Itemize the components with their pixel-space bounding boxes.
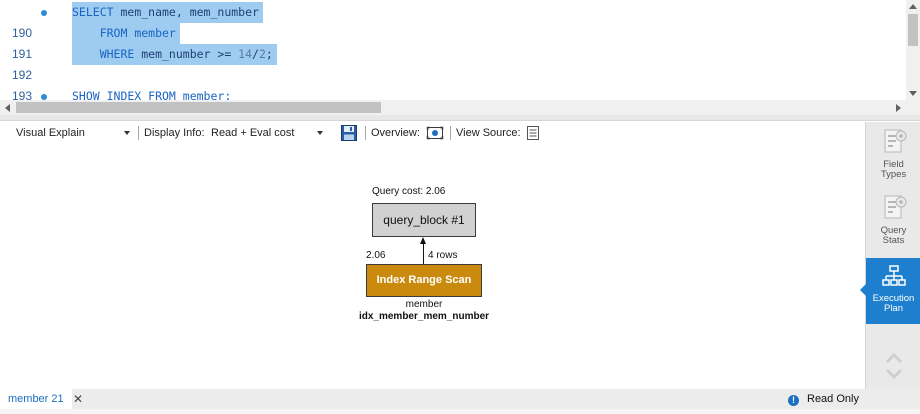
tab-label-line2: Plan xyxy=(883,303,903,314)
edge-rows-label: 4 rows xyxy=(428,250,458,261)
index-range-scan-node[interactable]: Index Range Scan xyxy=(366,264,482,297)
tab-execution-plan[interactable]: Execution Plan xyxy=(860,258,920,324)
chevron-down-icon xyxy=(885,368,903,380)
view-mode-select[interactable]: Visual Explain xyxy=(16,122,134,144)
query-cost-label: Query cost: 2.06 xyxy=(372,186,446,197)
horizontal-scrollbar[interactable] xyxy=(0,100,906,115)
line-number: 190 xyxy=(12,26,33,40)
table-name-label: member xyxy=(405,299,443,310)
tab-field-types[interactable]: Field Types xyxy=(866,128,920,180)
result-tab-label: member 21 xyxy=(8,393,64,405)
window-bottom-edge xyxy=(0,409,920,414)
scroll-left-icon[interactable] xyxy=(5,104,10,112)
overview-label: Overview: xyxy=(371,127,420,139)
scrollbar-thumb[interactable] xyxy=(908,14,918,46)
sql-editor[interactable]: 190 SELECT mem_name, mem_number 191 FROM… xyxy=(0,0,920,100)
scrollbar-corner xyxy=(906,100,920,115)
scroll-right-icon[interactable] xyxy=(896,104,901,112)
code-line[interactable]: 192 WHERE mem_number >= 14/2; xyxy=(0,44,906,82)
tab-label-line1: Query xyxy=(880,225,907,236)
execution-plan-icon xyxy=(881,265,906,286)
code-line[interactable]: 194 SHOW INDEX FROM member; xyxy=(0,86,906,100)
field-types-icon xyxy=(884,129,906,153)
tab-query-stats[interactable]: Query Stats xyxy=(866,194,920,246)
toolbar-divider xyxy=(365,126,366,140)
visual-explain-canvas[interactable]: Query cost: 2.06 query_block #1 2.06 4 r… xyxy=(0,144,865,389)
statement-marker-icon xyxy=(41,94,47,100)
code-text[interactable]: SELECT mem_name, mem_number xyxy=(72,2,263,23)
tab-label-line1: Field xyxy=(883,159,904,170)
code-text[interactable]: FROM member xyxy=(72,23,180,44)
vertical-scrollbar[interactable] xyxy=(906,0,920,100)
index-name-label: idx_member_mem_number xyxy=(358,311,490,322)
result-tab-bar: member 21 ✕ ! Read Only xyxy=(0,389,920,409)
display-info-label: Display Info: xyxy=(144,127,205,139)
view-source-label: View Source: xyxy=(456,127,521,139)
code-text[interactable]: WHERE mem_number >= 14/2; xyxy=(72,44,277,65)
code-line[interactable]: 191 FROM member xyxy=(0,23,906,61)
line-number: 192 xyxy=(12,68,33,82)
display-info-value: Read + Eval cost xyxy=(211,127,295,139)
code-line[interactable]: 190 SELECT mem_name, mem_number xyxy=(0,2,906,40)
read-only-status: ! Read Only xyxy=(788,389,859,409)
code-line[interactable]: 193 xyxy=(0,65,906,100)
query-stats-icon xyxy=(884,195,906,219)
save-icon[interactable] xyxy=(340,124,358,142)
result-side-panel: Field Types Query Stats Execution Plan xyxy=(860,122,920,389)
tab-label-line2: Stats xyxy=(882,235,905,246)
scrollbar-thumb[interactable] xyxy=(16,102,381,113)
view-mode-value: Visual Explain xyxy=(16,127,85,139)
tab-label-line2: Types xyxy=(880,169,907,180)
status-text: Read Only xyxy=(807,393,859,405)
edge-cost-label: 2.06 xyxy=(366,250,386,261)
view-source-icon[interactable] xyxy=(524,124,542,142)
code-text[interactable]: SHOW INDEX FROM member; xyxy=(72,89,232,100)
edge-arrow-icon xyxy=(420,237,426,244)
chevron-up-icon xyxy=(885,352,903,364)
tab-label-line1: Execution xyxy=(872,293,915,304)
panel-scroll-arrows[interactable] xyxy=(884,350,904,382)
statement-marker-icon xyxy=(41,10,47,16)
scroll-up-icon[interactable] xyxy=(909,4,917,9)
chevron-down-icon xyxy=(317,131,323,135)
line-number: 193 xyxy=(12,89,33,100)
plan-edge xyxy=(423,242,424,264)
scroll-down-icon[interactable] xyxy=(909,91,917,96)
result-tab[interactable]: member 21 xyxy=(0,389,72,409)
display-info-select[interactable]: Read + Eval cost xyxy=(211,122,329,144)
panel-splitter[interactable] xyxy=(0,115,920,121)
close-icon[interactable]: ✕ xyxy=(73,392,84,406)
toolbar-divider xyxy=(450,126,451,140)
info-icon: ! xyxy=(788,395,799,406)
explain-toolbar: Visual Explain Display Info: Read + Eval… xyxy=(0,122,865,144)
overview-icon[interactable] xyxy=(426,124,444,142)
toolbar-divider xyxy=(138,126,139,140)
query-block-node[interactable]: query_block #1 xyxy=(372,203,476,237)
chevron-down-icon xyxy=(124,131,130,135)
line-number: 191 xyxy=(12,47,33,61)
